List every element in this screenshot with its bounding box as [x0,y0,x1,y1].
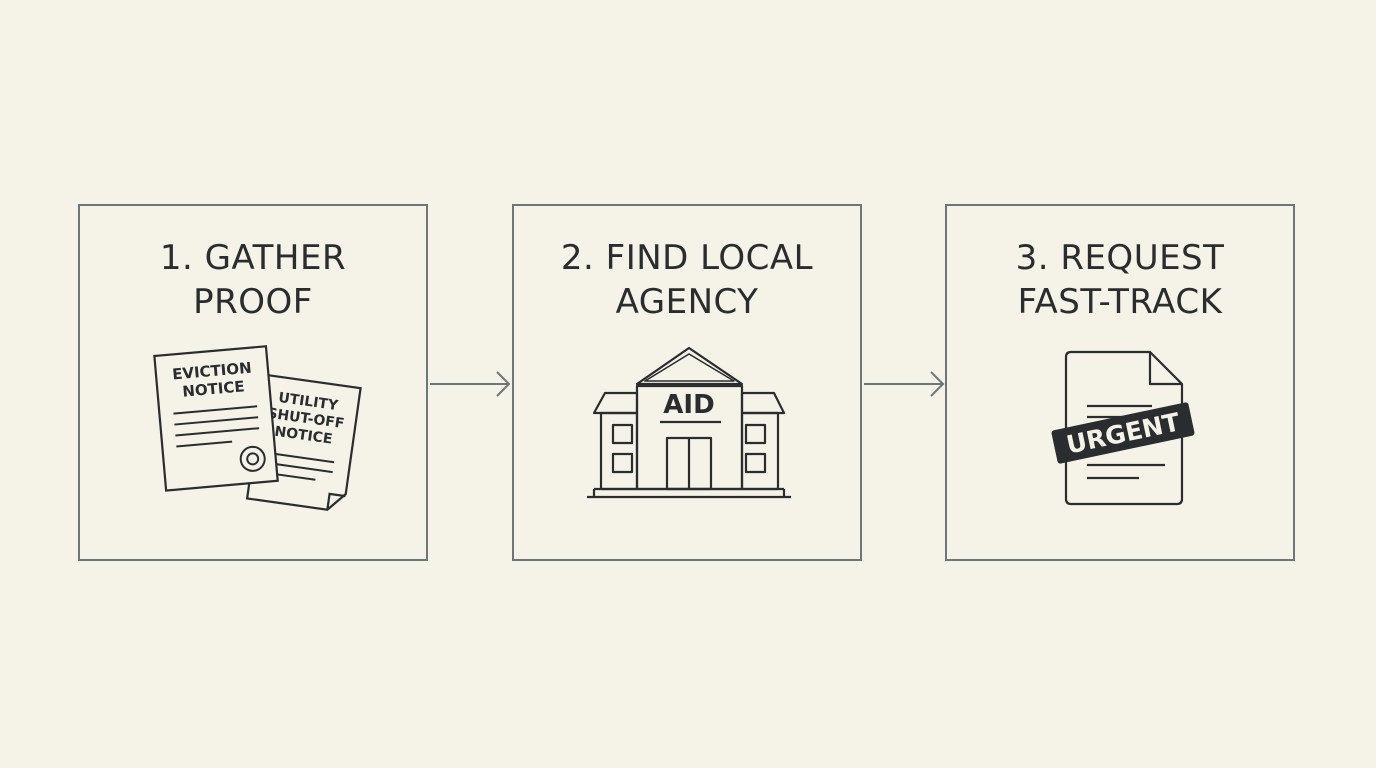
eviction-notice-document: EVICTION NOTICE [153,345,279,492]
aid-sign: AID [663,390,714,420]
utility-notice-document: UTILITY SHUT-OFF NOTICE [245,373,362,511]
arrow-right-icon [430,371,511,397]
step-2-panel: 2. FIND LOCAL AGENCY [512,204,862,561]
arrow-right-icon [864,371,945,397]
step-3-title-line2: FAST-TRACK [1017,282,1223,322]
step-1-title: 1. GATHER PROOF [80,236,426,324]
step-2-title-line2: AGENCY [615,282,759,322]
step-3-panel: 3. REQUEST FAST-TRACK URGENT [945,204,1295,561]
urgent-document-icon: URGENT [1051,350,1195,506]
step-2-title: 2. FIND LOCAL AGENCY [514,236,860,324]
step-2-title-line1: 2. FIND LOCAL [560,238,814,278]
urgent-stamp: URGENT [1051,402,1195,464]
building-icon: AID [587,346,791,499]
step-1-title-line1: 1. GATHER [159,238,347,278]
step-1-panel: 1. GATHER PROOF UTILITY SHUT-OFF NOTICE … [78,204,428,561]
step-3-title: 3. REQUEST FAST-TRACK [947,236,1293,324]
urgent-stamp-text: URGENT [1064,407,1183,459]
step-3-title-line1: 3. REQUEST [1015,238,1225,278]
eviction-notice-line2: NOTICE [182,377,246,400]
documents-icon: UTILITY SHUT-OFF NOTICE EVICTION NOTICE [153,345,362,511]
step-1-title-line2: PROOF [193,282,313,322]
